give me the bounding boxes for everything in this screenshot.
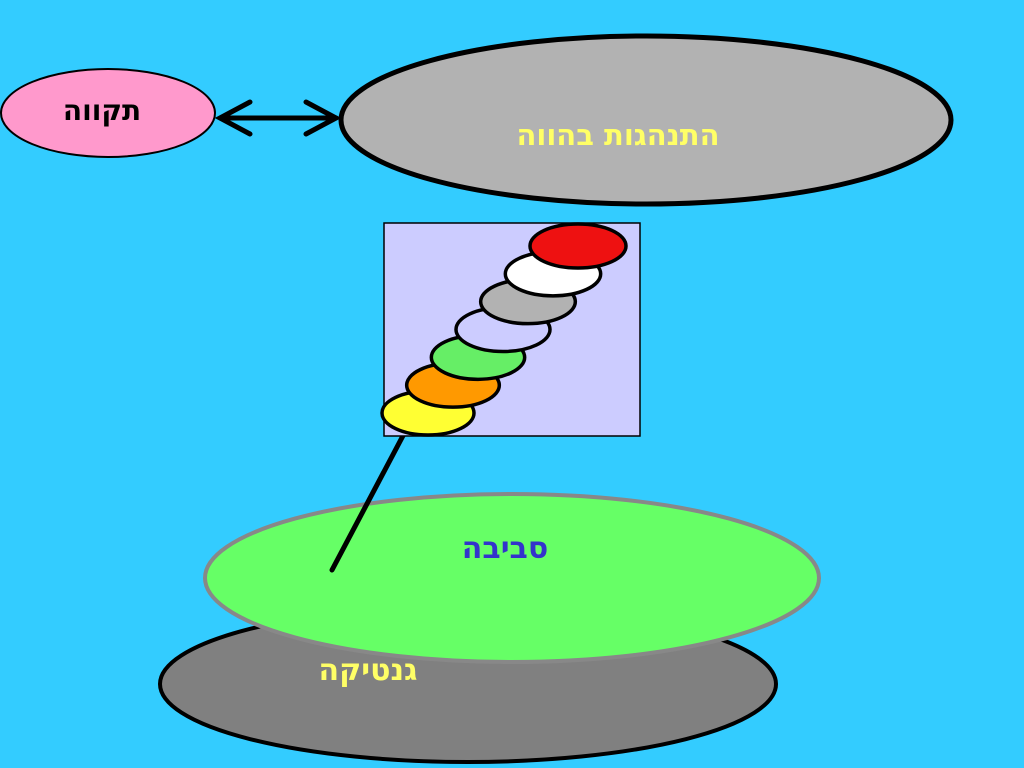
environment-node: סביבה: [203, 492, 821, 664]
stack-stick: [329, 427, 409, 573]
arrow-head-left: [214, 99, 253, 137]
present-behavior-ellipse: [338, 33, 954, 207]
disc-group: [380, 222, 628, 437]
environment-ellipse: [203, 492, 821, 664]
stack-disc: [528, 222, 628, 270]
genetics-label: גנטיקה: [319, 653, 418, 688]
present-behavior-node: התנהגות בהווה: [338, 33, 954, 207]
double-arrow: [214, 99, 342, 137]
present-behavior-label: התנהגות בהווה: [516, 118, 719, 152]
arrow-head-right: [303, 99, 342, 137]
environment-label: סביבה: [462, 531, 548, 566]
disc-stack: [380, 222, 641, 437]
hope-label: תקווה: [63, 94, 141, 127]
hope-ellipse: [0, 68, 216, 158]
hope-node: תקווה: [0, 68, 216, 158]
